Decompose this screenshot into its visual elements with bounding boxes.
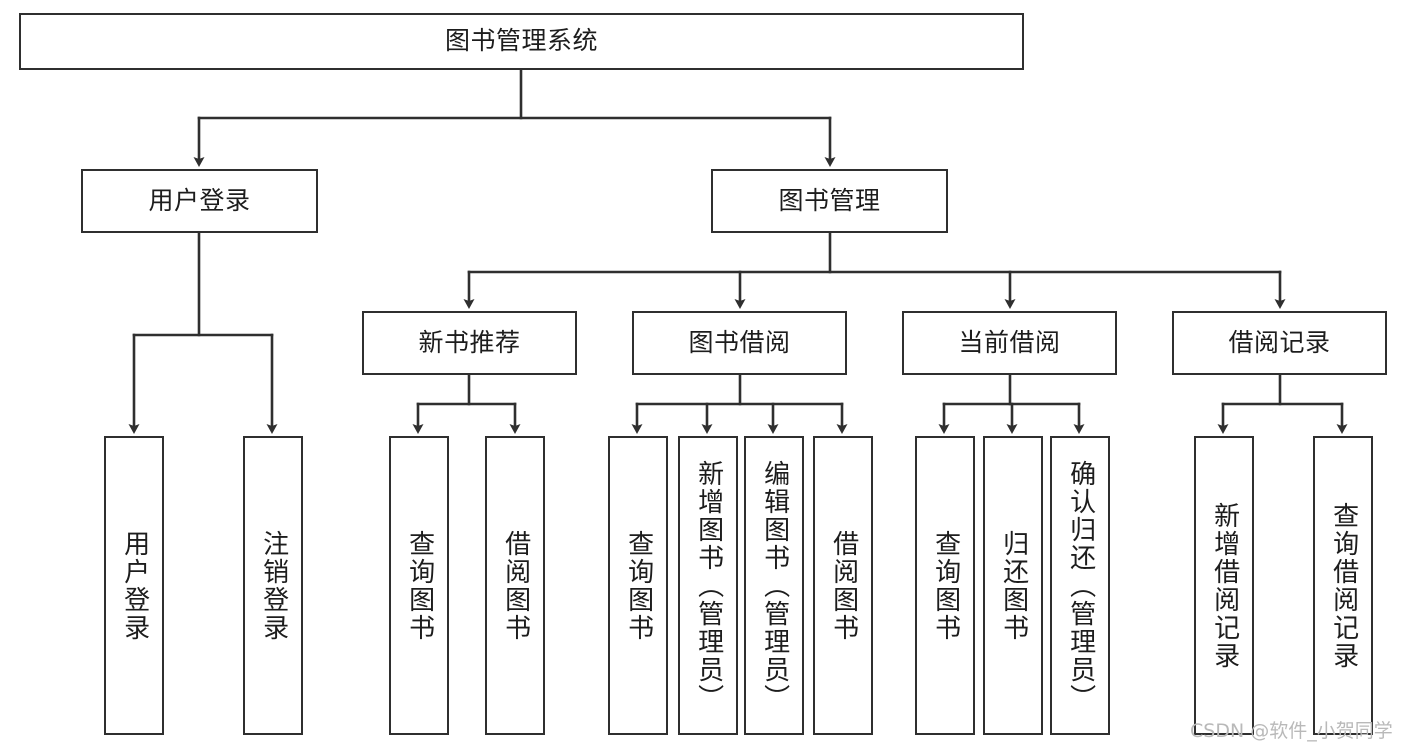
leaf-query-books-new[interactable]: 查询图书 bbox=[389, 436, 449, 735]
node-label: 查询图书 bbox=[404, 529, 435, 642]
node-label: 用户登录 bbox=[119, 529, 150, 642]
node-label: 用户登录 bbox=[148, 185, 251, 215]
node-label: 图书借阅 bbox=[688, 327, 791, 357]
node-borrowing-records[interactable]: 借阅记录 bbox=[1172, 311, 1387, 375]
node-label: 查询借阅记录 bbox=[1328, 501, 1359, 670]
node-new-book-recommendation[interactable]: 新书推荐 bbox=[362, 311, 577, 375]
node-root-system[interactable]: 图书管理系统 bbox=[19, 13, 1024, 70]
node-label: 借阅图书 bbox=[828, 529, 859, 642]
leaf-borrow-books-new[interactable]: 借阅图书 bbox=[485, 436, 545, 735]
node-label: 借阅记录 bbox=[1228, 327, 1331, 357]
leaf-confirm-return-admin[interactable]: 确认归还（管理员） bbox=[1050, 436, 1110, 735]
node-label: 归还图书 bbox=[998, 529, 1029, 642]
node-user-login[interactable]: 用户登录 bbox=[81, 169, 318, 233]
node-label: 新增图书（管理员） bbox=[693, 459, 724, 712]
node-label: 当前借阅 bbox=[958, 327, 1061, 357]
node-current-borrowing[interactable]: 当前借阅 bbox=[902, 311, 1117, 375]
node-book-borrowing[interactable]: 图书借阅 bbox=[632, 311, 847, 375]
watermark-text: CSDN @软件_小贺同学 bbox=[1190, 720, 1393, 742]
leaf-query-books-current[interactable]: 查询图书 bbox=[915, 436, 975, 735]
leaf-borrow-books[interactable]: 借阅图书 bbox=[813, 436, 873, 735]
leaf-logout-login[interactable]: 注销登录 bbox=[243, 436, 303, 735]
node-label: 图书管理系统 bbox=[444, 26, 598, 56]
leaf-add-book-admin[interactable]: 新增图书（管理员） bbox=[678, 436, 738, 735]
leaf-user-login[interactable]: 用户登录 bbox=[104, 436, 164, 735]
leaf-query-books-borrow[interactable]: 查询图书 bbox=[608, 436, 668, 735]
leaf-return-books[interactable]: 归还图书 bbox=[983, 436, 1043, 735]
node-label: 新增借阅记录 bbox=[1209, 501, 1240, 670]
node-label: 注销登录 bbox=[258, 529, 289, 642]
node-label: 确认归还（管理员） bbox=[1065, 459, 1096, 712]
node-label: 图书管理 bbox=[778, 185, 881, 215]
leaf-edit-book-admin[interactable]: 编辑图书（管理员） bbox=[744, 436, 804, 735]
leaf-query-borrow-record[interactable]: 查询借阅记录 bbox=[1313, 436, 1373, 735]
node-label: 新书推荐 bbox=[418, 327, 521, 357]
node-label: 编辑图书（管理员） bbox=[759, 459, 790, 712]
node-label: 借阅图书 bbox=[500, 529, 531, 642]
leaf-add-borrow-record[interactable]: 新增借阅记录 bbox=[1194, 436, 1254, 735]
node-book-management[interactable]: 图书管理 bbox=[711, 169, 948, 233]
node-label: 查询图书 bbox=[623, 529, 654, 642]
node-label: 查询图书 bbox=[930, 529, 961, 642]
